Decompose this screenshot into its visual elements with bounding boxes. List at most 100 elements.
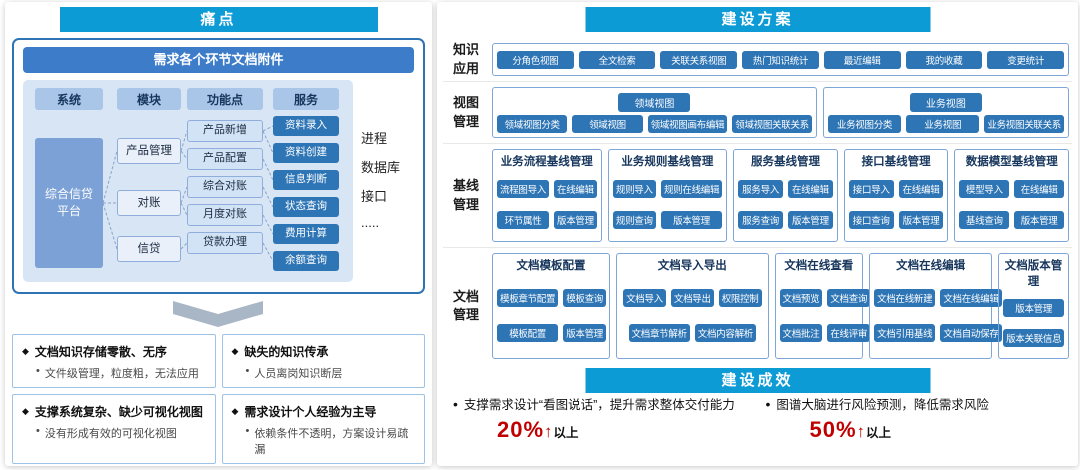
feature-button: 在线编辑 (787, 180, 833, 199)
row-label: 基线管理 (443, 144, 489, 247)
feature-group: 文档导入导出文档导入文档导出权限控制文档章节解析文档内容解析 (616, 253, 769, 359)
pain-point-title: ◆缺失的知识传承 (232, 343, 416, 360)
group-title: 文档导入导出 (657, 260, 727, 272)
diagram-node-service: 余额查询 (273, 251, 339, 271)
feature-button: 在线编辑 (1014, 180, 1064, 199)
feature-group: 文档在线编辑文档在线新建文档在线编辑文档引用基线文档自动保存 (869, 253, 1002, 359)
dot-bullet-icon: • (245, 425, 250, 437)
down-arrow-icon (173, 301, 263, 327)
diamond-bullet-icon: ◆ (22, 346, 29, 356)
result-text-label: 图谱大脑进行风险预测，降低需求风险 (776, 398, 989, 412)
group-buttons: 文档导入文档导出权限控制文档章节解析文档内容解析 (621, 277, 763, 354)
group-buttons: 接口导入在线编辑接口查询版本管理 (848, 173, 944, 237)
feature-button: 领域视图关联关系 (732, 114, 812, 133)
column-header-module: 模块 (117, 88, 181, 110)
diagram-node-service: 费用计算 (273, 224, 339, 244)
group-title: 服务基线管理 (750, 156, 820, 168)
dot-bullet-icon: • (36, 365, 40, 377)
feature-group: 服务基线管理服务导入在线编辑服务查询版本管理 (733, 149, 838, 242)
feature-button: 文档章节解析 (628, 323, 690, 342)
group-title: 数据模型基线管理 (965, 156, 1058, 168)
group-buttons: 分角色视图全文检索关联关系视图热门知识统计最近编辑我的收藏变更统计 (497, 48, 1064, 71)
pain-point-desc: •依赖条件不透明，方案设计易疏漏 (232, 425, 416, 457)
feature-button: 文档在线编辑 (940, 288, 1002, 307)
feature-button: 业务视图 (906, 114, 980, 133)
feature-button: 在线编辑 (554, 180, 597, 199)
feature-group: 文档在线查看文档预览文档查询文档批注在线评审 (774, 253, 871, 359)
feature-button: 基线查询 (959, 211, 1010, 230)
side-item: 进程 (361, 131, 388, 146)
feature-button: 模板章节配置 (497, 288, 559, 307)
plan-row: 视图管理领域视图领域视图分类领域视图领域视图画布编辑领域视图关联关系业务视图业务… (443, 82, 1072, 144)
feature-button: 服务查询 (738, 211, 783, 230)
feature-button: 环节属性 (497, 211, 550, 230)
feature-group: 数据模型基线管理模型导入在线编辑基线查询版本管理 (954, 149, 1069, 242)
plan-row: 文档管理文档模板配置模板章节配置模板查询模板配置版本管理文档导入导出文档导入文档… (443, 248, 1072, 364)
group-buttons: 模型导入在线编辑基线查询版本管理 (959, 173, 1064, 237)
feature-button: 文档自动保存 (940, 323, 1002, 342)
group-title: 文档模板配置 (516, 260, 586, 272)
metric-value: 50% (809, 417, 857, 443)
feature-button: 文档导入 (623, 288, 666, 307)
row-groups: 文档模板配置模板章节配置模板查询模板配置版本管理文档导入导出文档导入文档导出权限… (489, 248, 1072, 364)
diagram-node-service: 状态查询 (273, 197, 339, 217)
group-buttons: 规则导入规则在线编辑规则查询版本管理 (612, 173, 723, 237)
row-label: 视图管理 (443, 82, 489, 143)
pain-point-title-text: 支撑系统复杂、缺少可视化视图 (34, 405, 203, 419)
group-title: 业务流程基线管理 (500, 156, 593, 168)
plan-header: 建设方案 (585, 7, 930, 32)
pain-point-title-text: 文档知识存储零散、无序 (34, 345, 167, 359)
side-item: 数据库 (361, 160, 401, 175)
feature-group: 文档模板配置模板章节配置模板查询模板配置版本管理 (492, 253, 611, 359)
feature-button: 规则查询 (612, 211, 656, 230)
feature-button: 文档预览 (779, 288, 823, 307)
row-groups: 领域视图领域视图分类领域视图领域视图画布编辑领域视图关联关系业务视图业务视图分类… (489, 82, 1072, 143)
feature-button: 领域视图 (572, 114, 643, 133)
feature-button: 版本管理 (660, 211, 723, 230)
feature-button: 分角色视图 (497, 50, 574, 69)
feature-button: 最近编辑 (823, 50, 901, 69)
feature-button: 文档批注 (779, 323, 823, 342)
feature-button: 权限控制 (718, 288, 762, 307)
pain-point-title: ◆支撑系统复杂、缺少可视化视图 (22, 403, 206, 420)
group-title: 业务视图 (909, 93, 982, 112)
feature-button: 模板查询 (563, 288, 607, 307)
pain-point-title: ◆需求设计个人经验为主导 (232, 403, 416, 420)
feature-group: 业务视图业务视图分类业务视图业务视图关联关系 (822, 87, 1069, 138)
row-label: 知识应用 (443, 38, 489, 81)
column-header-system: 系统 (35, 88, 103, 110)
dot-bullet-icon: • (245, 365, 250, 377)
feature-group: 业务规则基线管理规则导入规则在线编辑规则查询版本管理 (607, 149, 728, 242)
group-title: 领域视图 (618, 93, 691, 112)
results-header: 建设成效 (585, 368, 930, 393)
pain-point-desc: •没有形成有效的可视化视图 (22, 425, 206, 441)
feature-button: 流程图导入 (497, 180, 550, 199)
feature-button: 版本关联信息 (1003, 329, 1065, 347)
group-buttons: 服务导入在线编辑服务查询版本管理 (738, 173, 833, 237)
diagram-node-function: 产品配置 (187, 148, 263, 170)
feature-button: 版本管理 (1014, 211, 1064, 230)
feature-button: 接口查询 (848, 211, 894, 230)
pain-point-desc: •人员离岗知识断层 (232, 365, 416, 381)
pain-header: 痛点 (59, 7, 378, 32)
diagram-node-system: 综合信贷平台 (35, 138, 103, 268)
group-buttons: 文档在线新建文档在线编辑文档引用基线文档自动保存 (874, 277, 1002, 354)
side-item: 接口 (361, 189, 388, 204)
plan-row: 基线管理业务流程基线管理流程图导入在线编辑环节属性版本管理业务规则基线管理规则导… (443, 144, 1072, 248)
diagram-title: 需求各个环节文档附件 (23, 47, 414, 73)
feature-button: 在线编辑 (898, 180, 944, 199)
feature-button: 服务导入 (738, 180, 783, 199)
group-title: 业务规则基线管理 (621, 156, 714, 168)
pain-point-box: ◆ 文档知识存储零散、无序 • 文件级管理，粒度粗，无法应用 (12, 334, 216, 388)
feature-group: 业务流程基线管理流程图导入在线编辑环节属性版本管理 (492, 149, 602, 242)
feature-button: 业务视图关联关系 (984, 114, 1064, 133)
feature-button: 版本管理 (1003, 299, 1065, 318)
pain-point-desc-text: 文件级管理，粒度粗，无法应用 (44, 368, 199, 380)
pain-point-box: ◆缺失的知识传承 •人员离岗知识断层 (221, 334, 425, 388)
up-arrow-icon: ↑ (856, 422, 866, 442)
row-label-text: 文档管理 (452, 288, 479, 322)
feature-button: 版本管理 (563, 323, 607, 342)
diamond-bullet-icon: ◆ (231, 406, 239, 416)
